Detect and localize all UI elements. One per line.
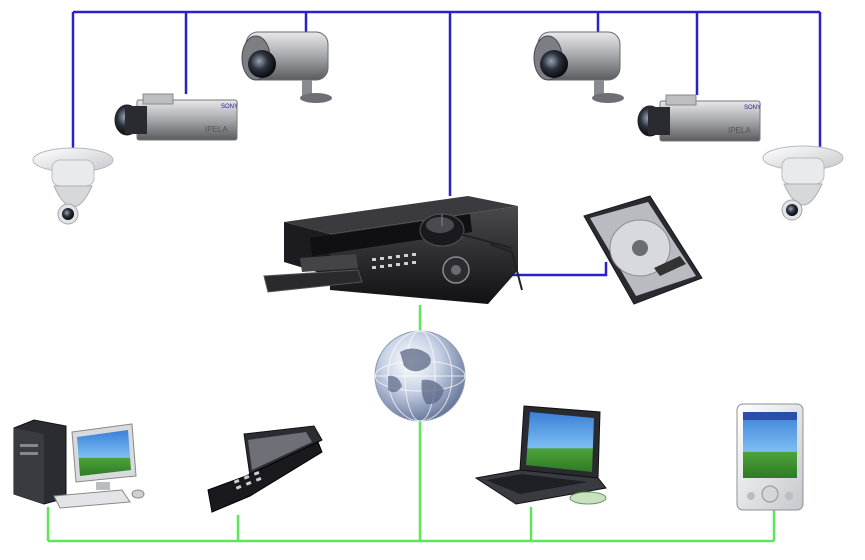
hard-disk-icon [583, 195, 703, 305]
dome-camera-icon [32, 147, 114, 225]
dome-camera-icon [762, 145, 844, 221]
box-camera-brand-label: SONY [744, 105, 761, 111]
box-camera-icon: SONY IPELA [637, 94, 761, 142]
bullet-camera-icon [533, 31, 624, 103]
laptop-icon [474, 405, 607, 505]
pda-icon [736, 403, 804, 511]
box-camera-model-label: IPELA [205, 125, 228, 134]
client-bus-lines [46, 305, 776, 543]
desktop-computer-icon [13, 419, 145, 509]
bullet-camera-icon [241, 31, 332, 103]
box-camera-icon: SONY IPELA [114, 93, 238, 141]
box-camera-model-label: IPELA [728, 126, 751, 135]
dvr-icon [263, 196, 523, 304]
mobile-phone-icon [207, 425, 323, 513]
box-camera-brand-label: SONY [221, 104, 238, 110]
globe-icon [374, 330, 466, 422]
mouse-icon [419, 213, 513, 249]
camera-bus-lines [71, 10, 822, 277]
